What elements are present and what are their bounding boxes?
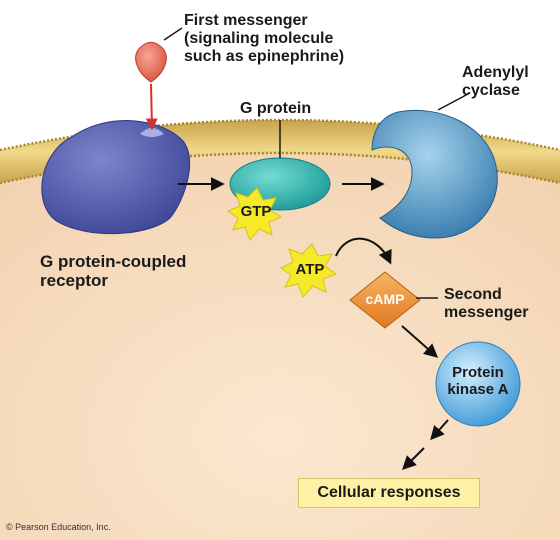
copyright-notice: © Pearson Education, Inc. <box>6 522 111 532</box>
adenylyl-cyclase-label: Adenylyl cyclase <box>462 64 529 99</box>
first-messenger-label: First messenger (signaling molecule such… <box>184 12 345 65</box>
protein-kinase-a-shape <box>435 341 521 427</box>
first-messenger-pointer <box>163 27 183 41</box>
receptor-shape <box>41 120 190 235</box>
first-messenger-arrow <box>145 83 158 131</box>
adenylyl-cyclase-shape <box>371 109 498 239</box>
g-protein-label: G protein <box>240 100 312 117</box>
camp-label: cAMP <box>365 291 405 307</box>
adenylyl-cyclase-pointer <box>437 93 469 111</box>
arrow-atp-to-camp <box>335 237 392 265</box>
receptor-label: G protein-coupled receptor <box>40 252 187 291</box>
gtp-starburst <box>226 187 283 241</box>
arrow-pka-to-responses-2 <box>402 447 425 470</box>
first-messenger-molecule <box>135 41 167 83</box>
arrow-pka-to-responses-1 <box>430 419 449 441</box>
second-messenger-label: Second messenger <box>444 286 529 321</box>
cellular-responses-label: Cellular responses <box>317 484 461 502</box>
atp-label: ATP <box>295 261 325 278</box>
protein-kinase-a-label: Protein kinase A <box>447 364 509 398</box>
atp-starburst <box>280 243 338 298</box>
arrow-camp-to-pka <box>401 325 439 358</box>
camp-diamond <box>349 271 421 329</box>
cellular-responses-box: Cellular responses <box>298 478 480 508</box>
gtp-label: GTP <box>240 203 272 220</box>
membrane-outer-edge <box>0 118 560 152</box>
